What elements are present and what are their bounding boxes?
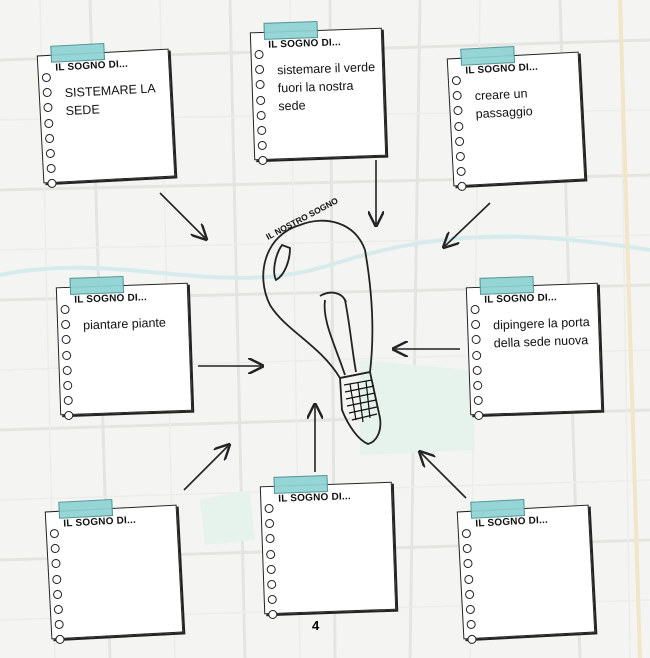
ring-icon (41, 72, 52, 83)
tape-strip (470, 498, 526, 519)
ring-icon (461, 528, 472, 539)
ring-icon (257, 125, 267, 136)
ring-icon (52, 589, 63, 599)
sticky-note: IL SOGNO DI... (456, 498, 596, 645)
ring-icon (465, 604, 476, 615)
note-text: SISTEMARE LA SEDE (64, 81, 156, 119)
ring-icon (63, 380, 73, 391)
ring-icon (454, 121, 464, 131)
ring-icon (474, 411, 484, 421)
ring-icon (266, 564, 276, 574)
ring-icon (255, 80, 265, 90)
ring-icon (466, 619, 476, 630)
ring-icon (43, 103, 53, 113)
ring-icon (463, 559, 473, 569)
note-text: piantare piante (82, 315, 167, 333)
ring-icon (265, 534, 275, 544)
ring-icon (61, 335, 71, 345)
tape-strip (263, 20, 319, 40)
ring-icon (54, 619, 64, 630)
ring-icon (464, 574, 474, 584)
ring-icon (454, 136, 465, 146)
page-number: 4 (312, 618, 320, 633)
ring-icon (264, 503, 274, 514)
ring-icon (258, 156, 268, 166)
ring-icon (254, 49, 264, 60)
ring-icon (42, 88, 52, 98)
tape-strip (273, 474, 329, 494)
ring-icon (44, 133, 55, 143)
tape-strip (460, 45, 516, 66)
ring-icon (268, 610, 278, 620)
ring-icon (473, 380, 483, 391)
ring-icon (471, 335, 481, 345)
sticky-note: IL SOGNO DI... (259, 474, 397, 620)
ring-icon (51, 559, 61, 569)
ring-icon (453, 106, 463, 116)
ring-icon (50, 544, 60, 554)
ring-icon (266, 549, 276, 559)
ring-icon (64, 411, 74, 421)
note-text: dipingere la porta della sede nuova (492, 315, 590, 351)
ring-icon (473, 395, 483, 406)
ring-icon (264, 519, 275, 529)
arrow (159, 192, 205, 238)
ring-icon (470, 304, 480, 315)
sticky-note: IL SOGNO DI...piantare piante (55, 275, 193, 421)
tape-strip (479, 275, 535, 295)
ring-icon (452, 91, 462, 101)
ring-icon (44, 118, 54, 128)
arrow (421, 453, 467, 499)
ring-icon (462, 544, 472, 554)
ring-icon (60, 304, 70, 315)
ring-icon (63, 395, 73, 406)
arrow (183, 446, 228, 491)
ring-icon (53, 604, 64, 615)
ring-icon (257, 140, 267, 151)
ring-icon (46, 163, 56, 174)
light-bulb-icon (262, 219, 382, 445)
ring-icon (49, 528, 60, 539)
note-text: creare un passaggio (474, 86, 533, 122)
ring-icon (254, 65, 265, 75)
ring-icon (256, 110, 266, 120)
ring-icon (464, 589, 475, 599)
ring-icon (456, 166, 466, 177)
ring-icon (472, 350, 482, 360)
ring-icon (267, 594, 277, 605)
sticky-note: IL SOGNO DI... (44, 498, 184, 645)
ring-icon (60, 320, 71, 330)
ring-icon (455, 151, 466, 162)
ring-icon (45, 148, 56, 159)
ring-icon (52, 574, 62, 584)
ring-icon (256, 95, 266, 105)
ring-icon (457, 182, 467, 192)
sticky-note: IL SOGNO DI...dipingere la porta della s… (465, 275, 603, 421)
ring-icon (470, 320, 481, 330)
ring-icon (467, 635, 477, 645)
ring-icon (62, 365, 72, 375)
ring-icon (267, 579, 277, 590)
bulb-caption: IL NOSTRO SOGNO (264, 195, 340, 242)
tape-strip (58, 498, 114, 519)
arrow (445, 202, 491, 246)
ring-icon (55, 635, 65, 645)
ring-icon (451, 75, 462, 86)
tape-strip (69, 275, 125, 295)
tape-strip (50, 42, 106, 63)
sticky-note: IL SOGNO DI...sistemare il verde fuori l… (249, 20, 387, 166)
sticky-note: IL SOGNO DI...SISTEMARE LA SEDE (36, 42, 176, 189)
note-text: sistemare il verde fuori la nostra sede (276, 59, 376, 114)
ring-icon (472, 365, 482, 375)
ring-icon (62, 350, 72, 360)
ring-icon (47, 179, 57, 189)
sticky-note: IL SOGNO DI...creare un passaggio (446, 45, 586, 192)
